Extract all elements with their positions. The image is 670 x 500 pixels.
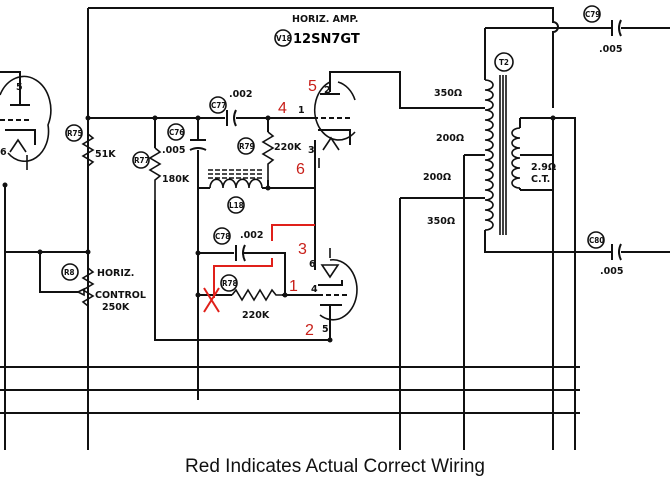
r75-ref: R75: [67, 129, 83, 138]
capacitor-c77-symbol: [226, 109, 237, 127]
r8-label-2: CONTROL: [95, 290, 146, 301]
c80-ref: C80: [589, 236, 604, 245]
t2-tap-1: 350Ω: [434, 88, 462, 99]
t2-tap-2: 200Ω: [436, 133, 464, 144]
upper-pin-2: 2: [324, 85, 331, 96]
wires: [0, 7, 670, 450]
t2-secondary-ct: C.T.: [531, 174, 550, 185]
capacitor-c76-symbol: [189, 139, 207, 151]
l18-ref: L18: [229, 201, 244, 210]
schematic-diagram: HORIZ. AMP. V18 12SN7GT C77 .002 C76 .00…: [0, 5, 670, 450]
red-number-4: 4: [278, 100, 287, 117]
c78-value: .002: [240, 230, 263, 241]
transformer-t2-symbol: [484, 75, 521, 235]
tube-v18-lower-section: [318, 248, 358, 321]
c78-ref: C78: [215, 232, 230, 241]
tube-left-partial: [0, 75, 52, 170]
r8-ref: R8: [64, 268, 75, 277]
r79-ref: R79: [239, 142, 255, 151]
tube-v18-upper-section: [305, 81, 356, 168]
lower-pin-5: 5: [322, 324, 329, 335]
capacitor-c79-symbol: [611, 19, 622, 37]
upper-pin-1: 1: [298, 105, 305, 116]
t2-tap-3: 200Ω: [423, 172, 451, 183]
red-number-6: 6: [296, 161, 305, 178]
inductor-l18-symbol: [208, 169, 263, 189]
c76-ref: C76: [169, 128, 184, 137]
r77-value: 180K: [162, 174, 190, 185]
c79-value: .005: [599, 44, 622, 55]
capacitor-c78-symbol: [235, 244, 246, 262]
r75-value: 51K: [95, 149, 116, 160]
resistor-r75-symbol: [81, 133, 95, 170]
caption: Red Indicates Actual Correct Wiring: [185, 456, 485, 477]
red-number-2: 2: [305, 322, 314, 339]
red-correction-wiring: [203, 224, 315, 313]
r79-value: 220K: [274, 142, 302, 153]
upper-pin-3: 3: [308, 145, 315, 156]
c79-ref: C79: [585, 10, 600, 19]
lower-pin-6: 6: [309, 259, 316, 270]
t2-secondary-value: 2.9Ω: [531, 162, 556, 173]
c76-value: .005: [162, 145, 185, 156]
t2-tap-4: 350Ω: [427, 216, 455, 227]
tube-ref-circle: [274, 29, 292, 47]
tube-ref: V18: [276, 34, 292, 43]
lower-pin-4: 4: [311, 284, 318, 295]
left-pin-6: 6: [0, 147, 7, 158]
r78-value: 220K: [242, 310, 270, 321]
capacitor-c80-symbol: [611, 243, 622, 261]
c77-value: .002: [229, 89, 252, 100]
red-number-1: 1: [289, 278, 298, 295]
tube-type: 12SN7GT: [293, 32, 360, 47]
red-number-5: 5: [308, 78, 317, 95]
resistor-r79-symbol: [261, 131, 275, 180]
c77-ref: C77: [211, 101, 226, 110]
r77-ref: R77: [134, 156, 150, 165]
c80-value: .005: [600, 266, 623, 277]
t2-ref: T2: [499, 58, 509, 67]
resistor-r77-symbol: [148, 147, 162, 200]
r78-ref: R78: [222, 279, 238, 288]
red-number-3: 3: [298, 241, 307, 258]
amp-title: HORIZ. AMP.: [292, 14, 358, 25]
junction-dots: [2, 115, 556, 343]
left-pin-5: 5: [16, 82, 23, 93]
resistor-r78-symbol: [231, 288, 282, 302]
red-x-mark: [203, 287, 220, 313]
r8-label-1: HORIZ.: [97, 268, 134, 279]
r8-value: 250K: [102, 302, 130, 313]
